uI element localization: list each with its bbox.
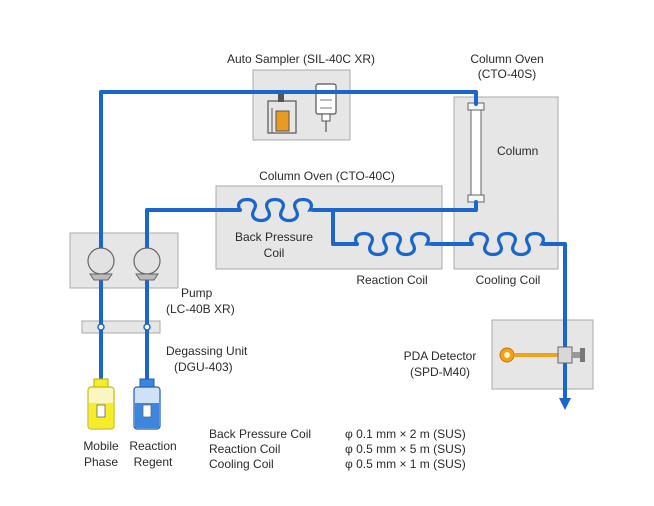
pump-label-2: (LC-40B XR) bbox=[166, 302, 235, 316]
reaction-path-pipe bbox=[312, 208, 359, 246]
degassing-unit-label-2: (DGU-403) bbox=[174, 360, 233, 374]
spec-value-back-pressure: φ 0.1 mm × 2 m (SUS) bbox=[345, 427, 466, 441]
degassing-port-right bbox=[143, 323, 151, 331]
pda-detector-label-1: PDA Detector bbox=[404, 349, 477, 363]
column-outlet-pipe bbox=[312, 200, 478, 212]
column-oven-mid-label: Column Oven (CTO-40C) bbox=[259, 169, 395, 183]
column-oven-top-label-1: Column Oven bbox=[470, 52, 543, 66]
mobile-phase-bottle-icon bbox=[87, 378, 115, 430]
auto-sampler-label: Auto Sampler (SIL-40C XR) bbox=[227, 52, 375, 66]
degassing-unit-label-1: Degassing Unit bbox=[166, 344, 248, 358]
spec-value-cooling: φ 0.5 mm × 1 m (SUS) bbox=[345, 457, 466, 471]
column-label: Column bbox=[497, 144, 538, 158]
reaction-regent-label-1: Reaction bbox=[129, 439, 176, 453]
column-tube-icon bbox=[467, 102, 485, 203]
cooling-coil bbox=[469, 231, 546, 257]
outlet-arrow-icon bbox=[559, 398, 571, 410]
pump-head-right-icon bbox=[133, 247, 161, 281]
cooling-coil-label: Cooling Coil bbox=[476, 273, 541, 287]
column-oven-top-label-2: (CTO-40S) bbox=[478, 67, 536, 81]
sample-vial-icon bbox=[267, 94, 297, 134]
reaction-regent-label-2: Regent bbox=[134, 455, 173, 469]
reagent-bottle-icon bbox=[133, 378, 161, 430]
spec-name-cooling: Cooling Coil bbox=[209, 457, 274, 471]
spec-name-reaction: Reaction Coil bbox=[209, 442, 280, 456]
spec-name-back-pressure: Back Pressure Coil bbox=[209, 427, 311, 441]
reaction-coil-label: Reaction Coil bbox=[356, 273, 427, 287]
pump-head-left-icon bbox=[87, 247, 115, 281]
degassing-port-left bbox=[97, 323, 105, 331]
pump-label-1: Pump bbox=[181, 286, 213, 300]
back-pressure-coil-label-1: Back Pressure bbox=[235, 230, 313, 244]
pump-box bbox=[69, 232, 179, 289]
reagent-pipe bbox=[145, 208, 242, 414]
mobile-phase-label-1: Mobile bbox=[83, 439, 119, 453]
spec-value-reaction: φ 0.5 mm × 5 m (SUS) bbox=[345, 442, 466, 456]
back-pressure-coil bbox=[237, 197, 316, 223]
back-pressure-coil-label-2: Coil bbox=[264, 246, 285, 260]
detector-optics-icon bbox=[499, 346, 585, 364]
reaction-coil bbox=[354, 231, 434, 257]
pda-detector-label-2: (SPD-M40) bbox=[410, 365, 470, 379]
mobile-phase-label-2: Phase bbox=[84, 455, 118, 469]
